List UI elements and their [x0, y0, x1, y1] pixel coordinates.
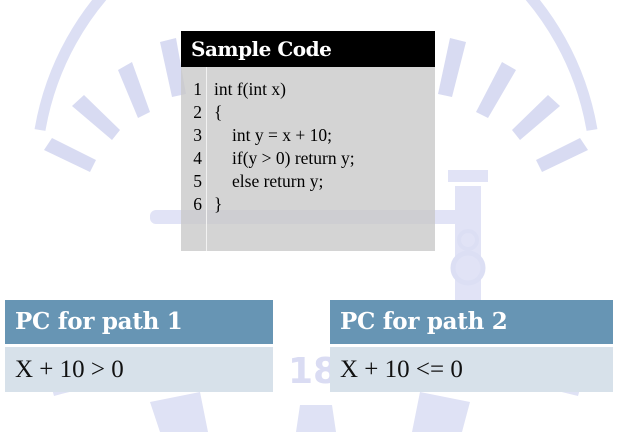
code-line: int y = x + 10; — [232, 125, 332, 145]
sample-code-title: Sample Code — [181, 31, 435, 67]
line-number-divider — [206, 67, 207, 251]
code-line: else return y; — [232, 171, 324, 191]
path-condition-2-title: PC for path 2 — [330, 300, 613, 344]
line-number: 6 — [193, 194, 202, 214]
code-line: int f(int x) — [214, 79, 286, 99]
line-number: 2 — [193, 102, 202, 122]
path-condition-2-expression: X + 10 <= 0 — [330, 347, 613, 392]
path-condition-2: PC for path 2 X + 10 <= 0 — [330, 300, 613, 392]
path-condition-1: PC for path 1 X + 10 > 0 — [5, 300, 273, 392]
path-condition-1-expression: X + 10 > 0 — [5, 347, 273, 392]
code-line: } — [214, 194, 223, 214]
path-condition-1-title: PC for path 1 — [5, 300, 273, 344]
line-number: 4 — [193, 148, 202, 168]
sample-code-box: Sample Code 1 2 3 4 5 6 int f(int x) { i… — [181, 31, 435, 251]
code-line: { — [214, 102, 223, 122]
code-body: 1 2 3 4 5 6 int f(int x) { int y = x + 1… — [181, 67, 435, 251]
line-number-gutter: 1 2 3 4 5 6 — [181, 78, 206, 216]
code-lines: int f(int x) { int y = x + 10; if(y > 0)… — [214, 78, 355, 216]
line-number: 1 — [193, 79, 202, 99]
line-number: 3 — [193, 125, 202, 145]
watermark-text: 18 — [288, 351, 338, 392]
code-line: if(y > 0) return y; — [232, 148, 355, 168]
line-number: 5 — [193, 171, 202, 191]
